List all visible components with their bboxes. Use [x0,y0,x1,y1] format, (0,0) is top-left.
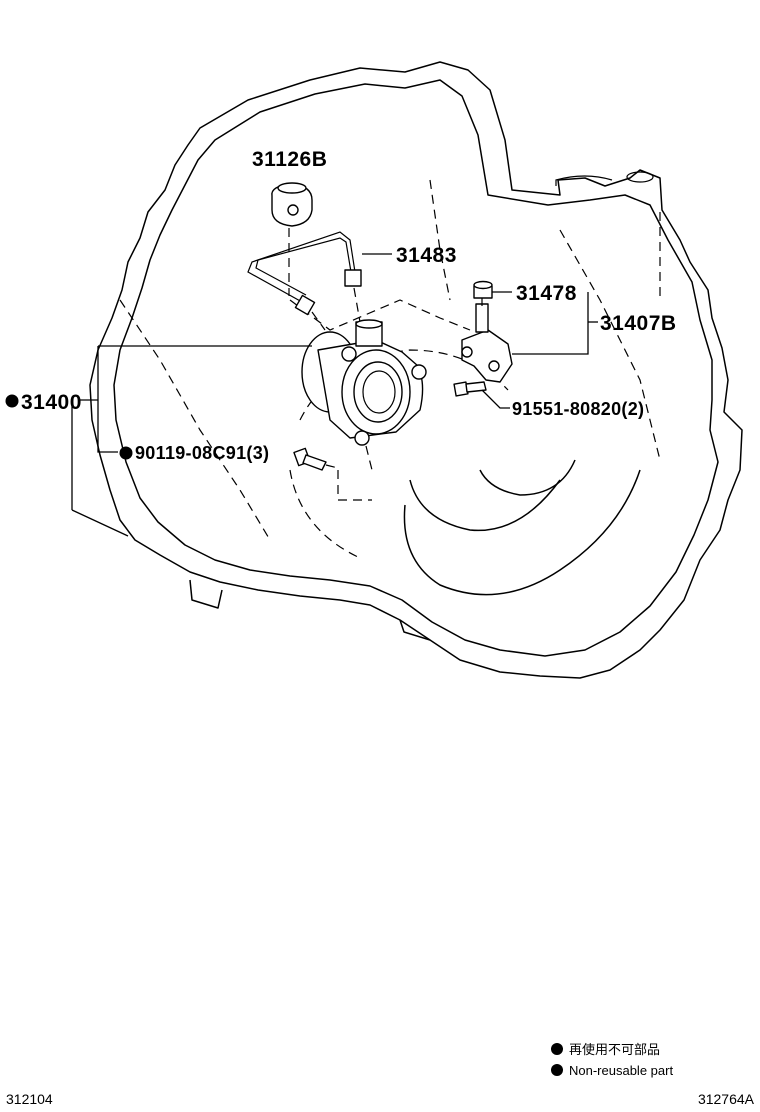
legend-en: Non-reusable part [569,1063,673,1078]
union-31407B [461,298,513,383]
leader-lines [71,253,598,537]
footer-left-code: 312104 [6,1091,53,1107]
legend: 再使用不可部品 Non-reusable part [551,1042,673,1078]
non-reusable-marker [5,394,19,408]
label-31407B: 31407B [600,312,677,335]
label-90119: 90119-08C91(3) [135,443,269,463]
transmission-housing [89,61,743,679]
label-91551: 91551-80820(2) [512,399,644,419]
label-31126B: 31126B [252,148,327,171]
legend-marker [551,1043,563,1055]
bolt-90119 [293,447,339,471]
bolt-91551 [453,381,487,397]
footer-right-code: 312764A [698,1091,755,1107]
legend-marker [551,1064,563,1076]
grommet-31126B [271,182,313,296]
bleeder-plug-31478 [473,280,493,299]
label-31400: 31400 [21,391,82,414]
label-31483: 31483 [396,244,457,267]
label-31478: 31478 [516,282,577,305]
tube-31483 [247,231,362,331]
release-cylinder-31400 [301,319,427,471]
legend-jp: 再使用不可部品 [569,1042,660,1057]
non-reusable-marker [119,446,133,460]
part-labels: 31126B 31483 31478 31407B 31400 91551-80… [5,148,677,463]
